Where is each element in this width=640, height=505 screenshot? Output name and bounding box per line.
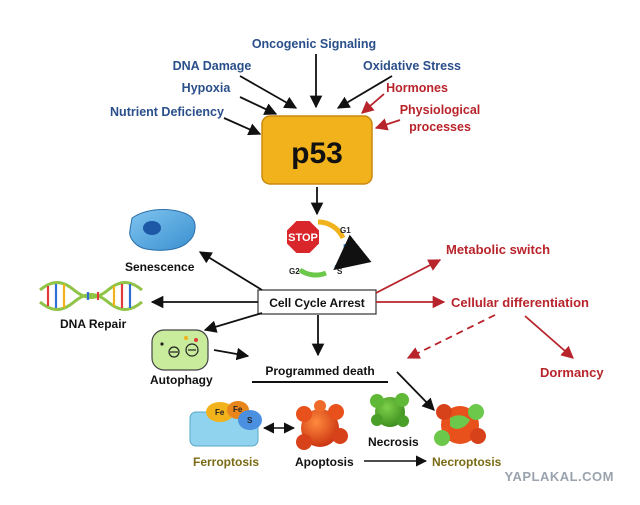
necroptosis-cell-icon	[434, 404, 486, 446]
metabolic-switch-label: Metabolic switch	[446, 242, 550, 257]
autophagy-label: Autophagy	[150, 373, 213, 387]
ferro-fe-label-1: Fe	[215, 408, 225, 417]
cell-cycle-arrest-label: Cell Cycle Arrest	[269, 296, 365, 310]
arrow-hypoxia	[239, 96, 278, 115]
cellular-differentiation-label: Cellular differentiation	[451, 295, 589, 310]
stimulus-dna-damage: DNA Damage	[173, 59, 252, 73]
stimulus-oxidative-stress: Oxidative Stress	[363, 59, 461, 73]
ferro-s-label: S	[247, 416, 253, 425]
cycle-g1-label: G1	[340, 226, 351, 235]
dormancy-label: Dormancy	[540, 365, 604, 380]
ferro-fe-label-2: Fe	[233, 405, 243, 414]
arrow-to-dormancy	[524, 315, 574, 359]
p53-box	[261, 115, 373, 185]
senescence-cell-icon	[129, 209, 196, 251]
apoptosis-label: Apoptosis	[295, 455, 354, 469]
necroptosis-label: Necroptosis	[432, 455, 502, 469]
arrow-death-to-necroptosis	[396, 371, 435, 411]
programmed-death-label: Programmed death	[265, 364, 374, 378]
arrow-to-metabolic	[375, 259, 442, 294]
stimulus-hormones: Hormones	[386, 81, 448, 95]
arrow-to-autophagy	[203, 312, 263, 333]
arrow-physiological	[374, 118, 401, 131]
stimulus-physiological-line2: processes	[409, 120, 471, 134]
stop-label: STOP	[288, 232, 318, 244]
cell-cycle-icon: STOP G1 S G2	[285, 219, 372, 278]
autophagy-icon	[151, 329, 209, 371]
apoptosis-cell-icon	[296, 400, 348, 450]
arrow-nutrient	[223, 117, 262, 136]
stimulus-hypoxia: Hypoxia	[182, 81, 232, 95]
dna-repair-label: DNA Repair	[60, 317, 127, 331]
cycle-s-label: S	[337, 267, 343, 276]
watermark: YAPLAKAL.COM	[504, 469, 614, 484]
arrest-black-arrows	[150, 251, 325, 361]
red-stimulus-arrows	[361, 93, 401, 131]
ferroptosis-icon	[189, 401, 262, 447]
autophagy-organelles	[168, 343, 199, 358]
stimulus-nutrient-deficiency: Nutrient Deficiency	[110, 105, 224, 119]
stop-sign-icon	[285, 219, 321, 255]
stimulus-oncogenic-signaling: Oncogenic Signaling	[252, 37, 376, 51]
necrosis-cell-icon	[370, 393, 409, 427]
cycle-g2-label: G2	[289, 267, 300, 276]
necrosis-label: Necrosis	[368, 435, 419, 449]
arrow-to-senescence	[198, 251, 263, 291]
arrow-oxidative	[336, 75, 393, 109]
stimulus-physiological-line1: Physiological	[400, 103, 481, 117]
arrow-differentiation-to-death	[406, 314, 496, 359]
ferroptosis-label: Ferroptosis	[193, 455, 259, 469]
senescence-nucleus-icon	[143, 221, 161, 235]
senescence-label: Senescence	[125, 260, 195, 274]
dna-helix-icon	[39, 281, 143, 311]
arrow-dna-damage	[239, 75, 298, 109]
cycle-arc-s	[333, 234, 372, 271]
p53-label: p53	[291, 137, 343, 170]
arrow-hormones	[361, 93, 385, 114]
cycle-arc-g2	[298, 267, 327, 278]
arrow-autophagy-to-death	[213, 347, 250, 361]
stimulus-arrows	[223, 54, 393, 136]
arrest-red-arrows	[375, 259, 574, 359]
